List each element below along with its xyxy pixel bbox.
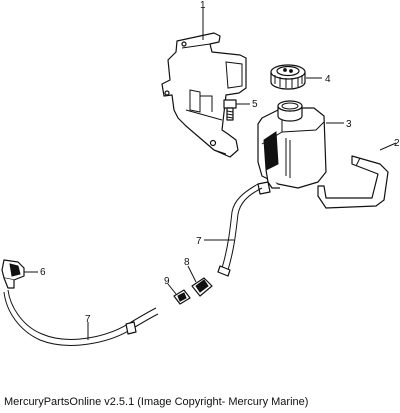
callout-4: 4 (325, 74, 331, 85)
small-fitting (173, 289, 191, 305)
elbow-fitting (1, 259, 25, 289)
mounting-strap (317, 155, 389, 209)
hose-upper (217, 183, 263, 277)
hose-lower (3, 289, 159, 346)
hose-connector (191, 277, 213, 297)
coolant-reservoir (257, 100, 327, 195)
callout-6: 6 (40, 267, 46, 278)
reservoir-cap (270, 64, 306, 90)
callout-7-upper: 7 (196, 236, 202, 247)
copyright-footer: MercuryPartsOnline v2.5.1 (Image Copyrig… (4, 396, 309, 408)
callout-2: 2 (394, 138, 400, 149)
callout-5: 5 (252, 99, 258, 110)
bolt (223, 99, 237, 121)
callout-1: 1 (200, 0, 206, 11)
mounting-bracket (161, 32, 247, 158)
callout-7-lower: 7 (85, 314, 91, 325)
callout-8: 8 (184, 257, 190, 268)
callout-3: 3 (346, 119, 352, 130)
callout-9: 9 (164, 276, 170, 287)
